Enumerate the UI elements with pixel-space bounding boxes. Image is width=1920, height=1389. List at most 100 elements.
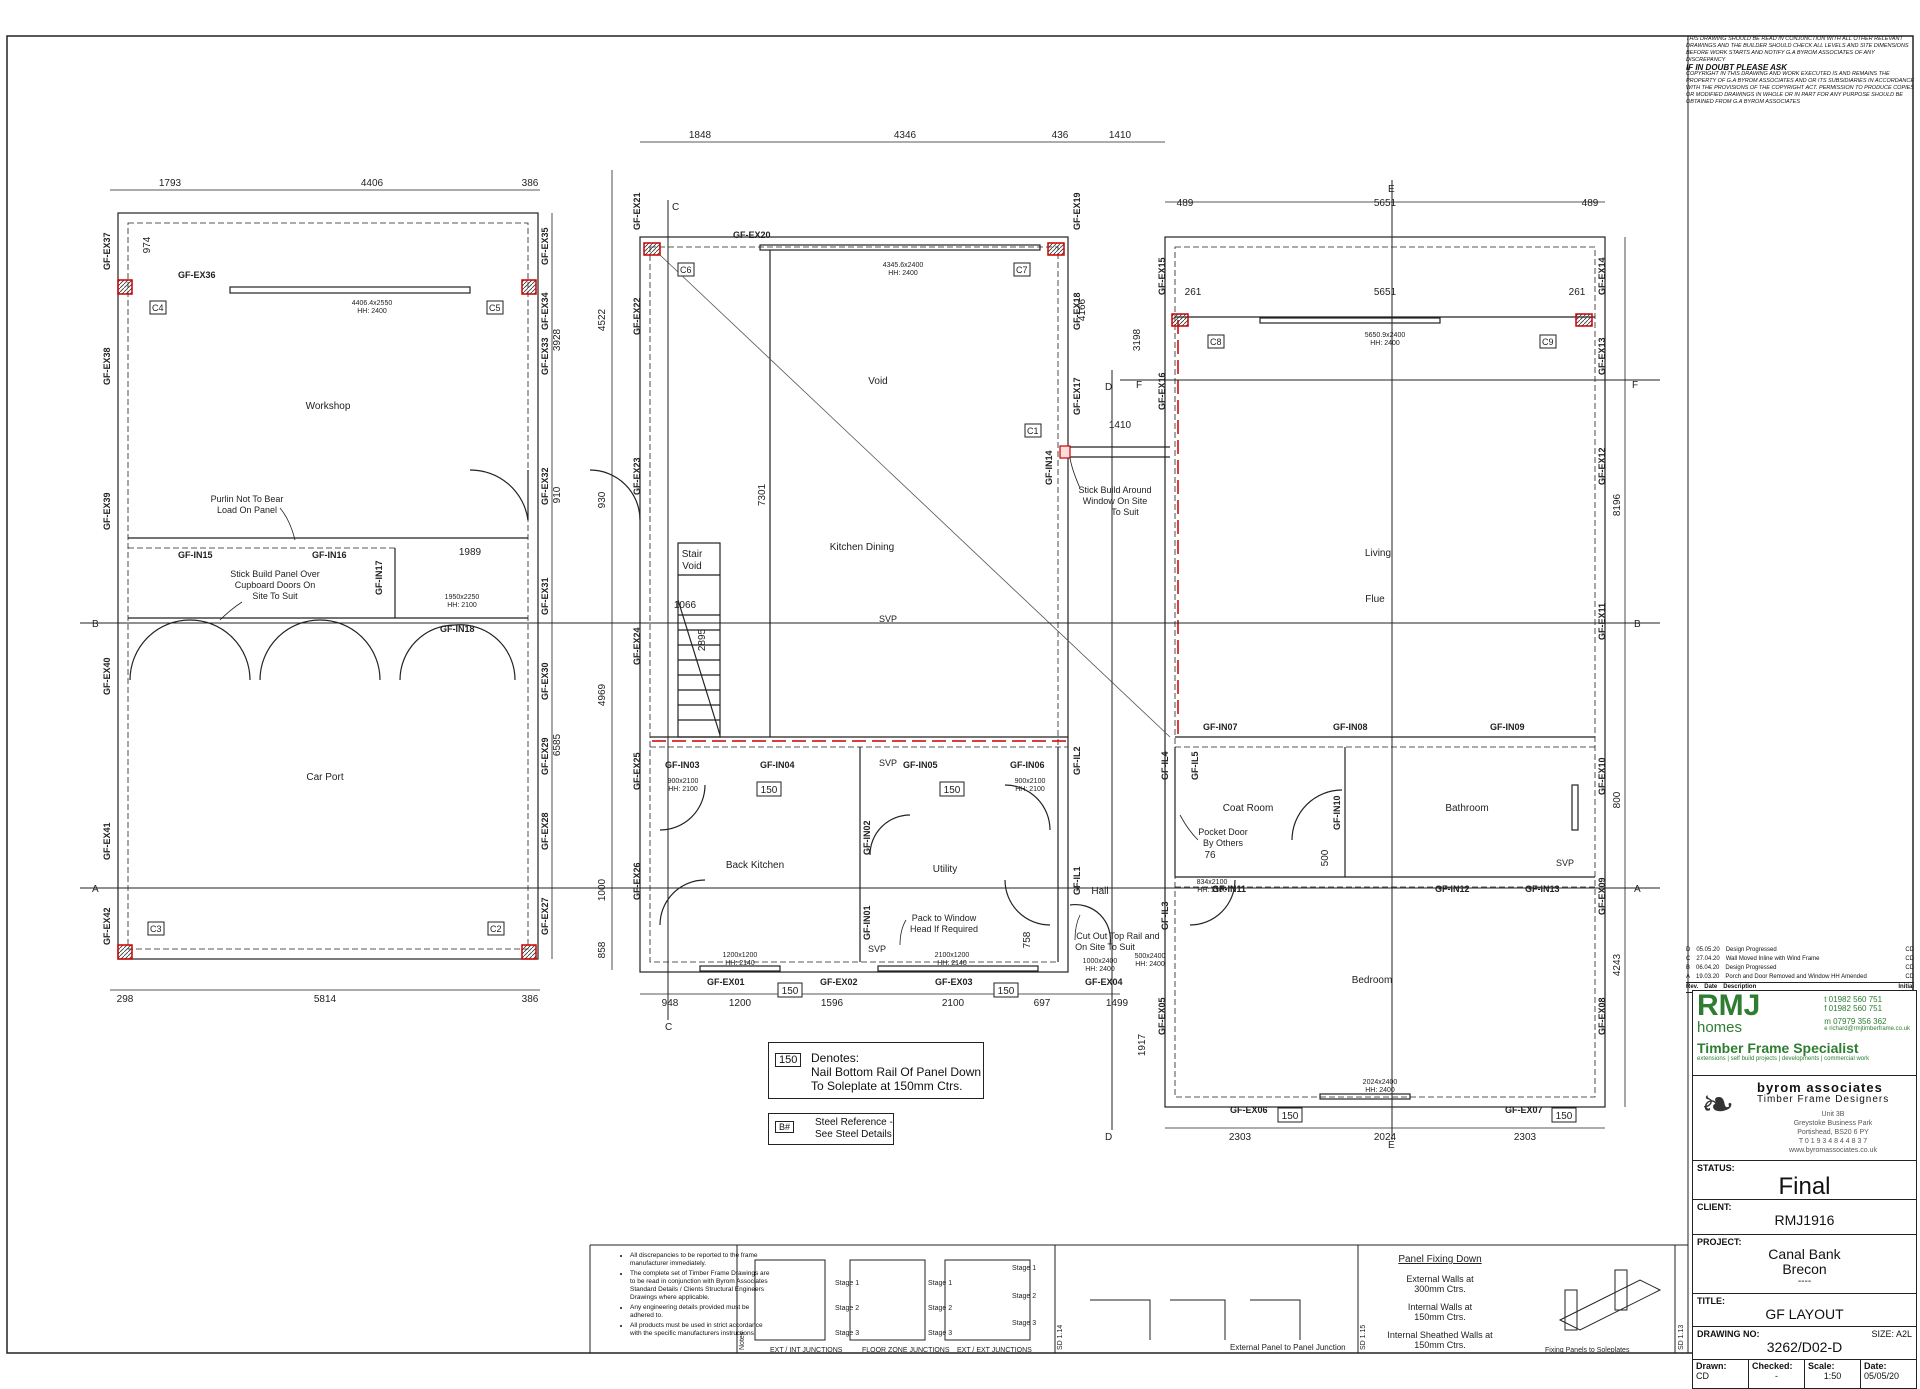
leader-lines <box>219 457 1199 946</box>
workshop-building <box>117 212 539 960</box>
svg-text:GF-IL4: GF-IL4 <box>1160 752 1170 781</box>
svg-text:Bathroom: Bathroom <box>1445 803 1488 814</box>
svg-text:Stage 3: Stage 3 <box>1012 1320 1036 1327</box>
svg-text:GF-EX35: GF-EX35 <box>540 227 550 265</box>
svg-text:GF-EX01: GF-EX01 <box>707 977 745 987</box>
svg-text:500x2400: 500x2400 <box>1135 953 1166 960</box>
svg-text:SVP: SVP <box>879 758 897 768</box>
svg-text:2100x1200: 2100x1200 <box>935 952 970 959</box>
svg-text:2024x2400: 2024x2400 <box>1363 1079 1398 1086</box>
svg-text:GF-EX15: GF-EX15 <box>1157 257 1167 295</box>
svg-text:GF-EX32: GF-EX32 <box>540 467 550 505</box>
steel-post <box>521 944 537 960</box>
svg-text:C: C <box>672 202 679 213</box>
svg-text:Panel Fixing Down: Panel Fixing Down <box>1398 1254 1481 1265</box>
project-line3: ---- <box>1797 1276 1812 1287</box>
title-label: TITLE: <box>1697 1296 1725 1306</box>
svg-text:4406.4x2550: 4406.4x2550 <box>352 300 393 307</box>
svg-text:Stage 3: Stage 3 <box>835 1330 859 1337</box>
rmj-panel: RMJ homes t 01982 560 751 f 01982 560 75… <box>1697 989 1910 1063</box>
svg-text:4522: 4522 <box>597 308 608 331</box>
drawn-value: CD <box>1696 1371 1709 1381</box>
svg-text:GF-IN03: GF-IN03 <box>665 760 700 770</box>
drawing-no-label: DRAWING NO: <box>1697 1329 1760 1339</box>
steel-post <box>117 944 133 960</box>
svg-text:GF-IN10: GF-IN10 <box>1332 795 1342 830</box>
svg-text:Hall: Hall <box>1091 886 1108 897</box>
scale-value: 1:50 <box>1823 1371 1842 1381</box>
svg-text:GF-EX30: GF-EX30 <box>540 662 550 700</box>
svg-text:3928: 3928 <box>552 328 563 351</box>
rmj-email: e richard@rmjtimberframe.co.uk <box>1824 1026 1910 1032</box>
project-label: PROJECT: <box>1697 1237 1742 1247</box>
svg-text:Workshop: Workshop <box>306 401 351 412</box>
svg-text:SD 1.14: SD 1.14 <box>1057 1325 1064 1350</box>
svg-text:261: 261 <box>1569 287 1586 298</box>
steel-ref-line2: See Steel Details <box>815 1129 892 1140</box>
svg-text:1793: 1793 <box>159 178 182 189</box>
svg-text:GF-EX05: GF-EX05 <box>1157 997 1167 1035</box>
svg-text:GF-EX18: GF-EX18 <box>1072 292 1082 330</box>
svg-text:298: 298 <box>117 994 134 1005</box>
rmj-service: self build projects <box>1730 1056 1777 1062</box>
svg-text:GF-EX08: GF-EX08 <box>1597 997 1607 1035</box>
svg-text:5651: 5651 <box>1374 198 1397 209</box>
svg-text:4969: 4969 <box>597 683 608 706</box>
project-line2: Brecon <box>1782 1261 1827 1277</box>
svg-text:Pocket Door: Pocket Door <box>1198 827 1248 837</box>
svg-text:GF-EX06: GF-EX06 <box>1230 1105 1268 1115</box>
svg-text:150: 150 <box>1556 1111 1573 1122</box>
svg-text:A: A <box>1634 884 1641 895</box>
svg-text:GF-EX10: GF-EX10 <box>1597 757 1607 795</box>
svg-text:GF-IN14: GF-IN14 <box>1044 450 1054 485</box>
client-label: CLIENT: <box>1697 1202 1732 1212</box>
svg-text:1989: 1989 <box>459 547 482 558</box>
svg-text:On Site To Suit: On Site To Suit <box>1075 942 1135 952</box>
svg-text:GF-EX20: GF-EX20 <box>733 230 771 240</box>
byrom-address: Portishead, BS20 6 PY <box>1797 1129 1869 1136</box>
svg-text:GF-EX19: GF-EX19 <box>1072 192 1082 230</box>
svg-text:4243: 4243 <box>1612 953 1623 976</box>
svg-text:Head If Required: Head If Required <box>910 924 978 934</box>
svg-text:1596: 1596 <box>821 998 844 1009</box>
status-label: STATUS: <box>1697 1163 1735 1173</box>
svg-text:1000: 1000 <box>597 878 608 901</box>
svg-text:1000x2400: 1000x2400 <box>1083 958 1118 965</box>
svg-text:External Walls at: External Walls at <box>1406 1274 1474 1284</box>
main-building-right <box>1164 236 1606 1108</box>
svg-text:GF-EX25: GF-EX25 <box>632 752 642 790</box>
svg-text:1848: 1848 <box>689 130 712 141</box>
byrom-address: Greystoke Business Park <box>1793 1120 1873 1127</box>
svg-text:2024: 2024 <box>1374 1132 1397 1143</box>
steel-post <box>521 279 537 295</box>
rmj-service: commercial work <box>1824 1056 1870 1062</box>
svg-text:HH: 2100: HH: 2100 <box>447 602 477 609</box>
svg-text:HH: 2400: HH: 2400 <box>357 308 387 315</box>
svg-text:GF-EX26: GF-EX26 <box>632 862 642 900</box>
svg-text:8196: 8196 <box>1612 493 1623 516</box>
svg-text:800: 800 <box>1612 791 1623 808</box>
grid-lines <box>80 180 1660 1140</box>
svg-text:By Others: By Others <box>1203 838 1244 848</box>
svg-text:GF-IN09: GF-IN09 <box>1490 722 1525 732</box>
checked-value: - <box>1775 1371 1778 1381</box>
opening-labels: 4406.4x2550 HH: 2400 4345.6x2400 HH: 240… <box>352 262 1406 1094</box>
annotations: Purlin Not To Bear Load On Panel Stick B… <box>211 485 1574 954</box>
svg-text:Internal Sheathed Walls at: Internal Sheathed Walls at <box>1387 1330 1493 1340</box>
svg-text:Car Port: Car Port <box>306 772 343 783</box>
svg-text:261: 261 <box>1185 287 1202 298</box>
svg-text:Coat Room: Coat Room <box>1223 803 1274 814</box>
svg-text:150: 150 <box>998 986 1015 997</box>
svg-text:5651: 5651 <box>1374 287 1397 298</box>
svg-text:GF-IN07: GF-IN07 <box>1203 722 1238 732</box>
svg-text:150: 150 <box>761 785 778 796</box>
svg-text:150: 150 <box>1282 1111 1299 1122</box>
notice-copyright: COPYRIGHT IN THIS DRAWING AND WORK EXECU… <box>1686 71 1914 105</box>
svg-text:To Suit: To Suit <box>1111 507 1139 517</box>
svg-text:Stage 2: Stage 2 <box>1012 1293 1036 1300</box>
svg-text:External Panel to Panel Juncti: External Panel to Panel Junction <box>1230 1343 1346 1352</box>
svg-text:GF-EX22: GF-EX22 <box>632 297 642 335</box>
rmj-logo-sub: homes <box>1697 1019 1743 1036</box>
svg-text:489: 489 <box>1177 198 1194 209</box>
